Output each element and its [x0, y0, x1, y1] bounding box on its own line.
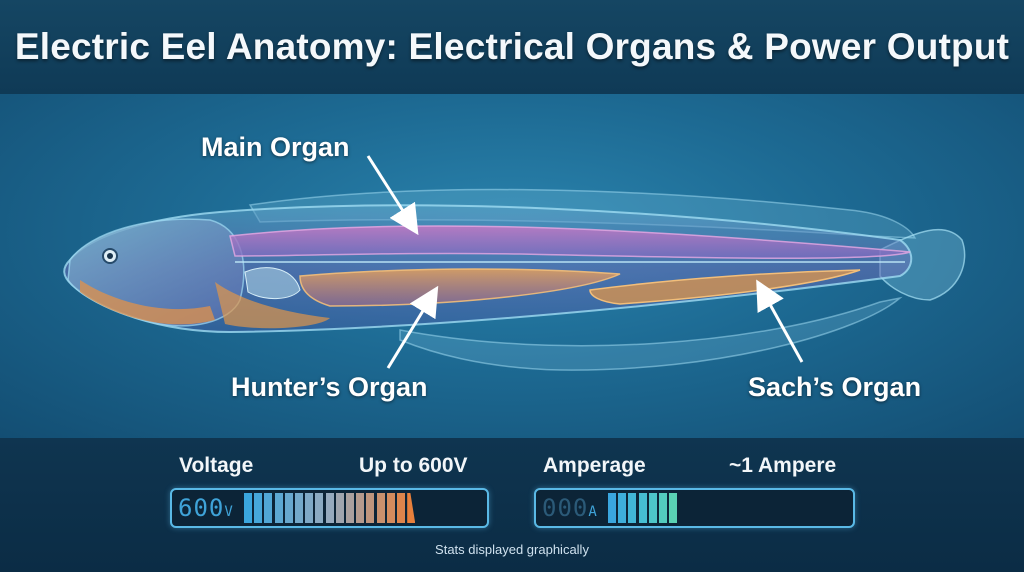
amperage-bar-segment: [608, 493, 616, 523]
hunters-organ-label: Hunter’s Organ: [231, 372, 428, 402]
eel-diagram: [0, 94, 1024, 438]
amperage-bar-segment: [638, 493, 647, 523]
amperage-value: ~1 Ampere: [729, 454, 837, 477]
amperage-bar: [608, 493, 848, 523]
voltage-bar-segment: [346, 493, 354, 523]
amperage-label: Amperage: [543, 454, 646, 477]
voltage-readout: 600V: [178, 494, 234, 522]
amperage-bar-segment: [618, 493, 627, 523]
sachs-organ-label: Sach’s Organ: [748, 372, 922, 402]
voltage-meter: 600V: [170, 488, 489, 528]
amperage-bar-segment: [659, 493, 667, 523]
voltage-bar-segment: [305, 493, 314, 523]
voltage-bar-segment: [284, 493, 293, 523]
voltage-bar-segment: [397, 493, 405, 523]
voltage-bar-segment: [254, 493, 263, 523]
amperage-bar-segment: [669, 493, 678, 523]
voltage-bar: [244, 493, 482, 523]
amperage-readout: 000A: [542, 494, 598, 522]
voltage-bar-segment: [295, 493, 303, 523]
voltage-bar-segment: [366, 493, 375, 523]
voltage-bar-segment: [244, 493, 252, 523]
amperage-bar-segment: [628, 493, 637, 523]
main-organ-arrow: [366, 155, 419, 236]
voltage-bar-segment: [335, 493, 344, 523]
voltage-bar-segment: [264, 493, 273, 523]
voltage-label: Voltage: [179, 454, 254, 477]
eel-illustration: [63, 155, 966, 371]
sachs-organ-arrow: [756, 279, 804, 363]
footer-note: Stats displayed graphically: [435, 542, 589, 557]
title-bar: Electric Eel Anatomy: Electrical Organs …: [0, 0, 1024, 94]
voltage-value: Up to 600V: [359, 454, 468, 477]
voltage-bar-segment: [356, 493, 365, 523]
voltage-bar-segment: [315, 493, 324, 523]
voltage-bar-segment: [407, 493, 416, 523]
voltage-bar-segment: [376, 493, 385, 523]
page-title: Electric Eel Anatomy: Electrical Organs …: [14, 26, 1010, 67]
main-organ-label: Main Organ: [201, 132, 350, 162]
amperage-bar-segment: [648, 493, 657, 523]
voltage-bar-segment: [325, 493, 334, 523]
voltage-bar-segment: [386, 493, 395, 523]
hunters-organ-arrow: [386, 285, 439, 369]
amperage-meter: 000A: [534, 488, 855, 528]
voltage-bar-segment: [274, 493, 283, 523]
